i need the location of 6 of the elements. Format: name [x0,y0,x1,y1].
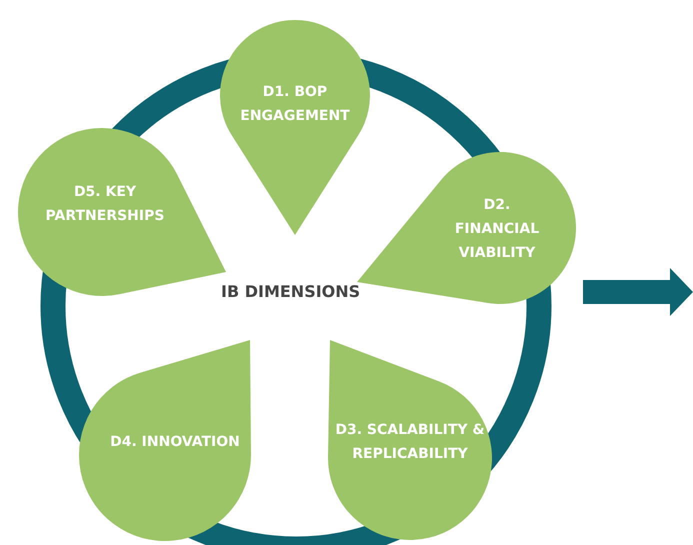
dimension-label: D4. INNOVATION [109,433,241,452]
dimension-label: D5. KEY PARTNERSHIPS [44,183,166,226]
dimension-label: D2. FINANCIAL VIABILITY [454,196,540,263]
center-title: IB DIMENSIONS [221,282,360,301]
dimension-label: D1. BOP ENGAGEMENT [239,83,351,126]
dimension-label: D3. SCALABILITY & REPLICABILITY [334,421,486,464]
